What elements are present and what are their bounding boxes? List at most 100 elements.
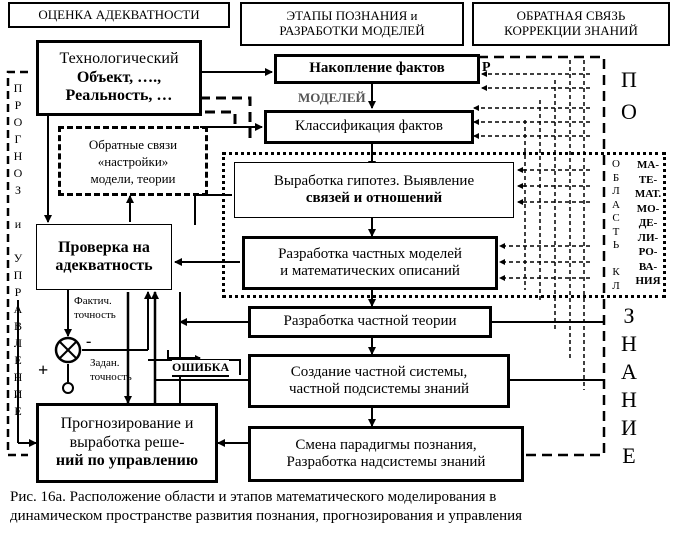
caption-line-2: динамическом пространстве развития позна… xyxy=(10,508,523,524)
error-label: ОШИБКА xyxy=(172,360,230,377)
object-line-2: Объект, …., xyxy=(76,68,162,86)
math-modeling-char: ТЕ- xyxy=(638,173,658,186)
stage-models-line-1: Разработка частных моделей xyxy=(278,245,462,262)
check-line-1: Проверка на xyxy=(58,238,150,256)
stage-facts-accumulation-text: Накопление фактов xyxy=(309,60,445,77)
field-vertical-char: К xyxy=(612,266,620,278)
forecast-line-3: ний по управлению xyxy=(55,452,199,470)
field-vertical-char: О xyxy=(612,158,620,170)
stage-paradigm-line-1: Смена парадигмы познания, xyxy=(295,436,477,453)
given-accuracy-line-2: точность xyxy=(90,371,132,383)
figure-caption: Рис. 16а. Расположение области и этапов … xyxy=(10,488,670,526)
stage-system-line-1: Создание частной системы, xyxy=(290,363,468,380)
left-vertical-char: П xyxy=(13,81,23,95)
object-line-3: Реальность, … xyxy=(65,87,173,105)
left-vertical-char: Н xyxy=(13,149,23,163)
left-vertical-char xyxy=(11,233,25,250)
left-vertical-char: и xyxy=(14,217,22,231)
given-accuracy-line-1: Задан. xyxy=(90,357,120,369)
forecast-box: Прогнозирование и выработка реше- ний по… xyxy=(36,403,218,483)
left-vertical-char: Р xyxy=(14,98,22,112)
math-modeling-char: МО- xyxy=(636,202,660,215)
stage-system-line-2: частной подсистемы знаний xyxy=(288,381,469,397)
left-vertical-char: А xyxy=(13,302,23,316)
left-vertical-char: И xyxy=(13,387,23,401)
minus-sign: - xyxy=(86,333,92,350)
forecast-line-1: Прогнозирование и xyxy=(60,415,194,433)
tuning-feedback-box xyxy=(58,126,208,196)
math-modeling-char: НИЯ xyxy=(635,275,661,287)
header-adequacy-text: ОЦЕНКА АДЕКВАТНОСТИ xyxy=(38,6,200,22)
tuning-text: Обратные связи «настройки» модели, теори… xyxy=(60,136,206,187)
stage-partial-system: Создание частной системы, частной подсис… xyxy=(248,354,510,408)
right-big-bottom-char: И xyxy=(621,415,637,440)
left-vertical-char: Н xyxy=(13,370,23,384)
left-vertical-char: Г xyxy=(14,132,22,146)
right-big-bottom-char: Н xyxy=(621,331,637,356)
right-big-bottom-char: А xyxy=(621,359,637,384)
fact-accuracy-label: Фактич. точность xyxy=(74,294,116,322)
check-adequacy-box: Проверка на адекватность xyxy=(36,224,172,290)
math-modeling-char: ДЕ- xyxy=(638,217,658,229)
stage-theory-text: Разработка частной теории xyxy=(283,313,457,330)
math-modeling-char: ЛИ- xyxy=(637,231,659,244)
stage-paradigm-line-2: Разработка надсистемы знаний xyxy=(286,454,486,470)
right-big-bottom-char: Н xyxy=(621,387,637,412)
fact-accuracy-line-2: точность xyxy=(74,309,116,321)
left-vertical-char: З xyxy=(14,183,21,197)
plus-sign: + xyxy=(38,360,49,380)
left-vertical-char: П xyxy=(13,268,23,282)
field-vertical-char: Ь xyxy=(612,239,620,251)
left-vertical-char: В xyxy=(13,319,22,333)
stage-hypotheses-line-1: Выработка гипотез. Выявление xyxy=(273,172,475,189)
left-vertical-char: Р xyxy=(14,285,22,299)
header-stages-text: ЭТАПЫ ПОЗНАНИЯ и РАЗРАБОТКИ МОДЕЛЕЙ xyxy=(279,8,425,38)
object-line-1: Технологический xyxy=(59,50,179,68)
caption-line-1: Рис. 16а. Расположение области и этапов … xyxy=(10,489,497,505)
header-adequacy: ОЦЕНКА АДЕКВАТНОСТИ xyxy=(8,2,230,28)
field-vertical-char: Л xyxy=(612,279,620,292)
left-vertical-char: У xyxy=(13,251,23,265)
field-vertical-char: Б xyxy=(612,171,620,184)
header-feedback: ОБРАТНАЯ СВЯЗЬ КОРРЕКЦИИ ЗНАНИЙ xyxy=(472,2,670,46)
object-box: Технологический Объект, …., Реальность, … xyxy=(36,40,202,116)
left-vertical-char xyxy=(11,199,25,216)
field-vertical-char xyxy=(609,253,623,267)
left-vertical-char: О xyxy=(13,115,23,129)
math-modeling-char: МА- xyxy=(637,159,659,171)
header-stages: ЭТАПЫ ПОЗНАНИЯ и РАЗРАБОТКИ МОДЕЛЕЙ xyxy=(240,2,464,46)
fact-accuracy-line-1: Фактич. xyxy=(74,295,112,307)
right-big-bottom-char: Е xyxy=(622,443,636,468)
math-modeling-char: МАТ. xyxy=(634,188,662,200)
math-modeling-area xyxy=(222,152,666,298)
math-modeling-char: РО- xyxy=(638,246,658,258)
stage-partial-theory: Разработка частной теории xyxy=(248,306,492,338)
field-vertical-char: Л xyxy=(612,185,620,197)
left-vertical-char: Е xyxy=(14,353,22,367)
right-big-top-char: П xyxy=(621,67,637,92)
stage-facts-accumulation: Накопление фактов xyxy=(274,54,480,84)
hidden-models-text: МОДЕЛЕЙ xyxy=(298,90,366,105)
tuning-line-2: «настройки» xyxy=(97,154,169,169)
math-modeling-char: ВА- xyxy=(638,260,658,273)
stage-partial-models: Разработка частных моделей и математичес… xyxy=(242,236,498,290)
p-label: Р xyxy=(482,60,491,75)
field-vertical-char: А xyxy=(612,198,620,211)
stage-models-line-2: и математических описаний xyxy=(280,263,460,279)
left-vertical-char: О xyxy=(13,166,23,180)
check-line-2: адекватность xyxy=(55,257,153,274)
given-accuracy-label: Задан. точность xyxy=(90,356,132,384)
math-modeling-text: МА- ТЕ- МАТ. МО- ДЕ- ЛИ- РО- ВА- НИЯ xyxy=(630,158,666,289)
stage-facts-classification-text: Классификация фактов xyxy=(294,118,444,135)
left-vertical-char: Е xyxy=(14,404,22,418)
stage-facts-classification: Классификация фактов xyxy=(264,110,474,144)
header-feedback-text: ОБРАТНАЯ СВЯЗЬ КОРРЕКЦИИ ЗНАНИЙ xyxy=(504,8,638,38)
field-vertical-char: С xyxy=(612,212,620,224)
left-vertical-char: Л xyxy=(13,336,23,350)
stage-paradigm-change: Смена парадигмы познания, Разработка над… xyxy=(248,426,524,482)
